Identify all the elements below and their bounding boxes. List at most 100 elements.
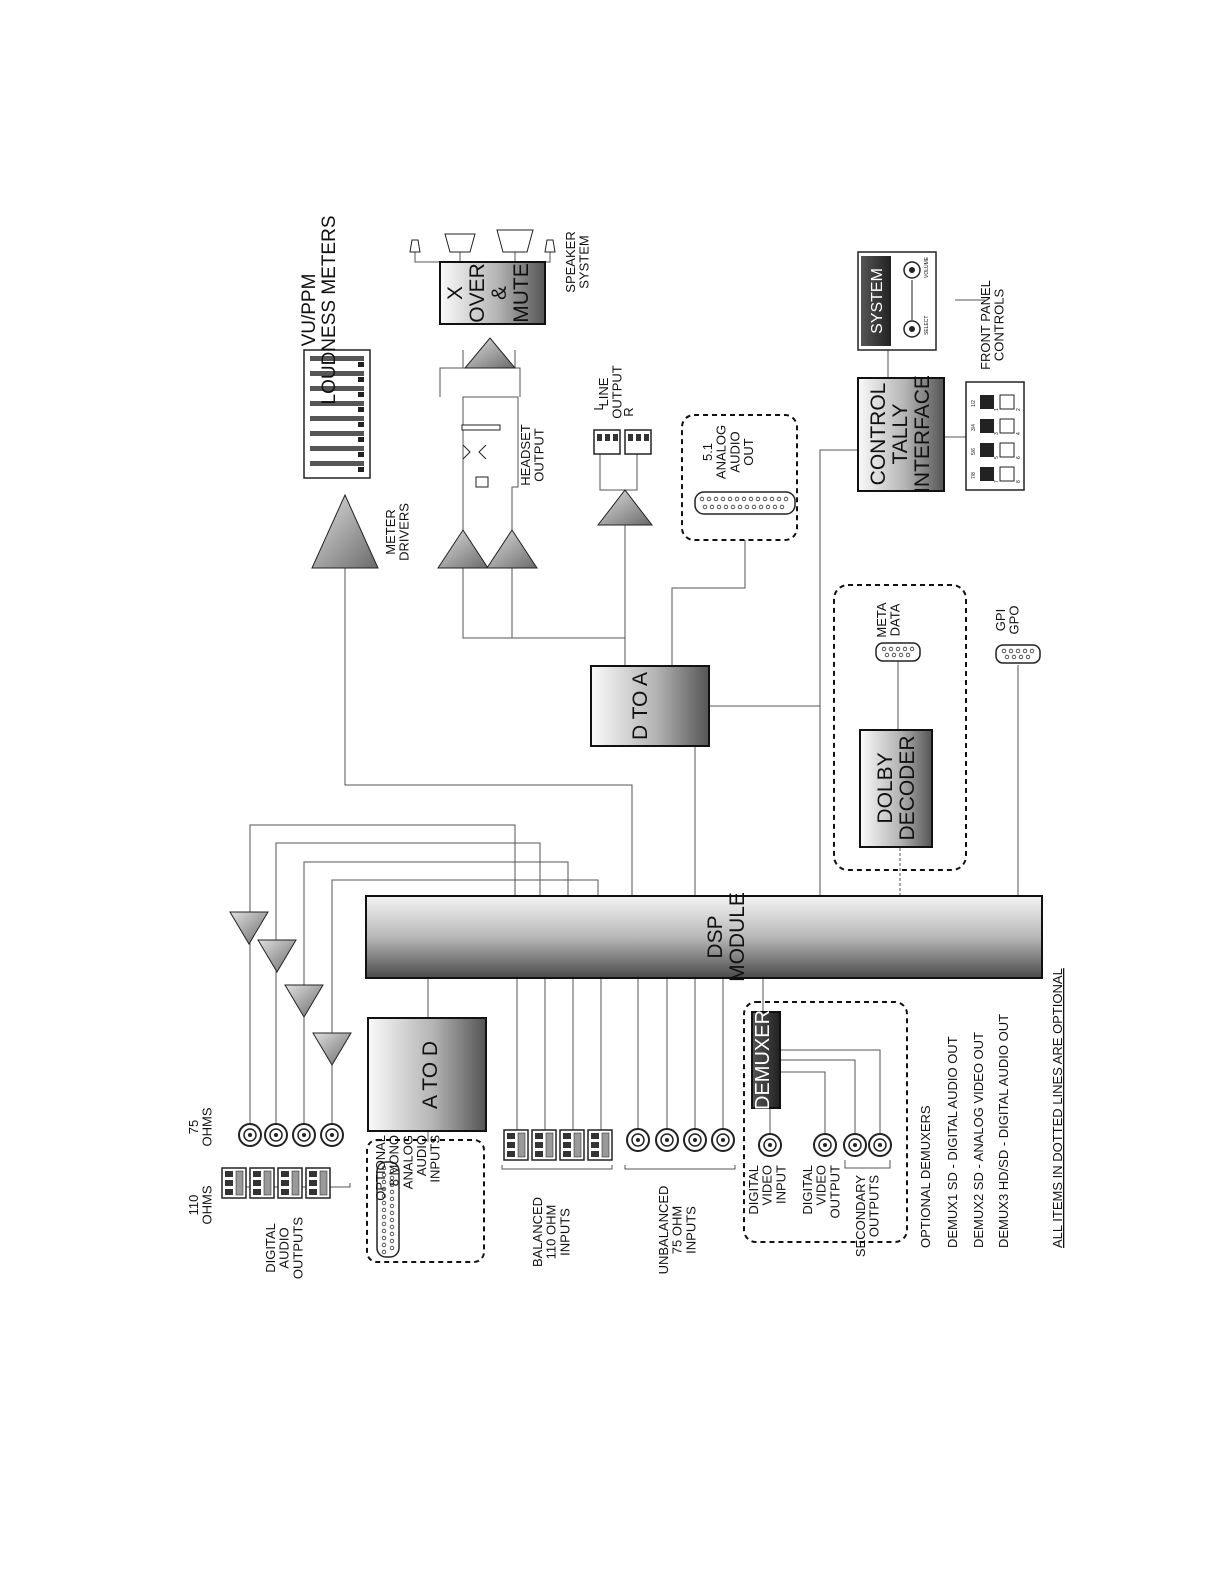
label-51-analog-out: 5.1ANALOGAUDIOOUT bbox=[700, 425, 756, 479]
bnc-connectors bbox=[238, 1123, 892, 1157]
keypad-key-bottom bbox=[999, 418, 1015, 434]
signal-wires bbox=[231, 252, 1019, 1188]
label-demux2: DEMUX2 SD - ANALOG VIDEO OUT bbox=[971, 1032, 986, 1248]
label-vu-ppm: VU/PPMLOUDNESS METERS bbox=[299, 216, 340, 405]
label-digital-video-input: DIGITALVIDEOINPUT bbox=[746, 1165, 788, 1215]
label-unbalanced-inputs: UNBALANCED75 OHMINPUTS bbox=[656, 1186, 698, 1275]
dolby-label: DOLBYDECODER bbox=[874, 735, 919, 840]
keypad-key-top bbox=[980, 395, 994, 409]
label-optional-demuxers: OPTIONAL DEMUXERS bbox=[918, 1105, 933, 1248]
keypad-key-bottom bbox=[999, 442, 1015, 458]
tally-keypad: 1/2 1 2 3/4 3 4 5/6 5 6 7/8 7 8 bbox=[965, 381, 1025, 491]
keypad-key-bottom bbox=[999, 466, 1015, 482]
keypad-label-top: 7/8 bbox=[971, 472, 977, 479]
demuxer-label: DEMUXER bbox=[752, 1010, 774, 1110]
vu-meter-panel bbox=[303, 349, 371, 479]
label-digital-audio-outputs: DIGITALAUDIOOUTPUTS bbox=[263, 1217, 305, 1279]
label-110-ohms: 110OHMS bbox=[186, 1185, 215, 1224]
system-label: SYSTEM bbox=[869, 268, 886, 334]
bnc-digital-video-input bbox=[758, 1133, 782, 1157]
keypad-label-top: 3/4 bbox=[971, 424, 977, 431]
label-front-panel: FRONT PANELCONTROLS bbox=[978, 280, 1007, 370]
output-amp-1 bbox=[229, 911, 269, 945]
terminal-balanced-in-4 bbox=[587, 1129, 613, 1161]
keypad-label-bottom: 4 bbox=[1016, 432, 1022, 435]
label-demux1: DEMUX1 SD - DIGITAL AUDIO OUT bbox=[945, 1036, 960, 1248]
keypad-label-bottom: 2 bbox=[1016, 408, 1022, 411]
label-gpi-gpo: GPIGPO bbox=[993, 606, 1022, 635]
label-secondary-outputs: SECONDARYOUTPUTS bbox=[853, 1175, 882, 1257]
volume-text: VOLUME bbox=[924, 256, 930, 278]
label-line-l: L bbox=[591, 403, 606, 410]
atod-block: A TO D bbox=[367, 1017, 487, 1132]
headset-amp-1 bbox=[437, 529, 489, 569]
speaker-amp bbox=[463, 337, 517, 369]
output-amp-3 bbox=[284, 984, 324, 1018]
terminal-110ohm-out-1 bbox=[221, 1167, 247, 1199]
keypad-label-bottom: 7 bbox=[994, 480, 1000, 483]
terminal-110ohm-out-2 bbox=[249, 1167, 275, 1199]
diagram-labels: VU/PPMLOUDNESS METERS METERDRIVERS SPEAKER… bbox=[186, 216, 1065, 1280]
atod-label: A TO D bbox=[419, 1041, 442, 1109]
terminal-110ohm-out-3 bbox=[277, 1167, 303, 1199]
label-line-r: R bbox=[621, 407, 636, 416]
label-digital-video-output: DIGITALVIDEOOUTPUT bbox=[800, 1165, 842, 1219]
terminal-blocks bbox=[221, 1129, 613, 1199]
headset-amp-2 bbox=[486, 529, 538, 569]
system-front-panel: SYSTEM SELECT VOLUME bbox=[857, 251, 937, 351]
label-meter-drivers: METERDRIVERS bbox=[383, 503, 412, 561]
bnc-unbalanced-in-3 bbox=[683, 1128, 707, 1152]
bnc-75ohm-out-1 bbox=[238, 1123, 262, 1147]
line-output-terminals bbox=[593, 429, 652, 455]
label-line-output: LINEOUTPUT bbox=[596, 365, 625, 419]
label-balanced-inputs: BALANCED110 OHMINPUTS bbox=[530, 1197, 572, 1267]
terminal-110ohm-out-4 bbox=[305, 1167, 331, 1199]
keypad-label-bottom: 6 bbox=[1016, 456, 1022, 459]
terminal-balanced-in-3 bbox=[559, 1129, 585, 1161]
keypad-label-top: 5/6 bbox=[971, 448, 977, 455]
bnc-75ohm-out-3 bbox=[292, 1123, 316, 1147]
bnc-unbalanced-in-1 bbox=[626, 1128, 650, 1152]
label-meta-data: METADATA bbox=[874, 602, 903, 637]
label-headset-output: HEADSETOUTPUT bbox=[518, 424, 547, 485]
demuxer-block: DEMUXER bbox=[751, 1010, 781, 1110]
label-optional-analog-inputs: OPTIONAL8 MONOANALOGAUDIOINPUTS bbox=[373, 1135, 443, 1201]
line-out-amp bbox=[596, 489, 654, 526]
bnc-secondary-output-1 bbox=[843, 1133, 867, 1157]
keypad-key-bottom bbox=[999, 394, 1015, 410]
dsp-module-block: DSPMODULE bbox=[365, 892, 1043, 982]
bnc-digital-video-output bbox=[813, 1133, 837, 1157]
xover-mute-block: XOVER&MUTE bbox=[439, 261, 546, 325]
control-tally-block: CONTROLTALLYINTERFACE bbox=[857, 375, 945, 493]
keypad-key-top bbox=[980, 443, 994, 457]
dtoa-block: D TO A bbox=[590, 665, 710, 747]
control-label: CONTROLTALLYINTERFACE bbox=[867, 375, 934, 493]
db9-gpi-gpo bbox=[995, 644, 1041, 664]
dtoa-label: D TO A bbox=[629, 672, 652, 740]
output-amp-2 bbox=[257, 939, 297, 973]
db9-meta-data bbox=[875, 642, 921, 662]
xover-label: XOVER&MUTE bbox=[444, 263, 533, 323]
db25-analog-inputs bbox=[376, 1161, 400, 1258]
keypad-label-top: 1/2 bbox=[971, 400, 977, 407]
bnc-secondary-output-2 bbox=[868, 1133, 892, 1157]
keypad-label-bottom: 5 bbox=[994, 456, 1000, 459]
dolby-decoder-block: DOLBYDECODER bbox=[859, 729, 933, 848]
amplifiers bbox=[229, 337, 654, 1066]
bnc-unbalanced-in-2 bbox=[655, 1128, 679, 1152]
meter-driver-amp bbox=[311, 493, 379, 569]
db25-analog-out bbox=[694, 491, 796, 515]
keypad-label-bottom: 3 bbox=[994, 432, 1000, 435]
label-demux3: DEMUX3 HD/SD - DIGITAL AUDIO OUT bbox=[996, 1014, 1011, 1248]
headset-symbol bbox=[461, 424, 501, 488]
label-75-ohms: 75OHMS bbox=[186, 1107, 215, 1146]
label-speaker-system: SPEAKERSYSTEM bbox=[563, 231, 592, 292]
keypad-label-bottom: 8 bbox=[1016, 480, 1022, 483]
optional-boxes bbox=[366, 414, 967, 1263]
keypad-label-bottom: 1 bbox=[994, 408, 1000, 411]
label-footer-optional: ALL ITEMS IN DOTTED LINES ARE OPTIONAL bbox=[1050, 968, 1065, 1248]
terminal-balanced-in-2 bbox=[531, 1129, 557, 1161]
bnc-75ohm-out-2 bbox=[264, 1123, 288, 1147]
